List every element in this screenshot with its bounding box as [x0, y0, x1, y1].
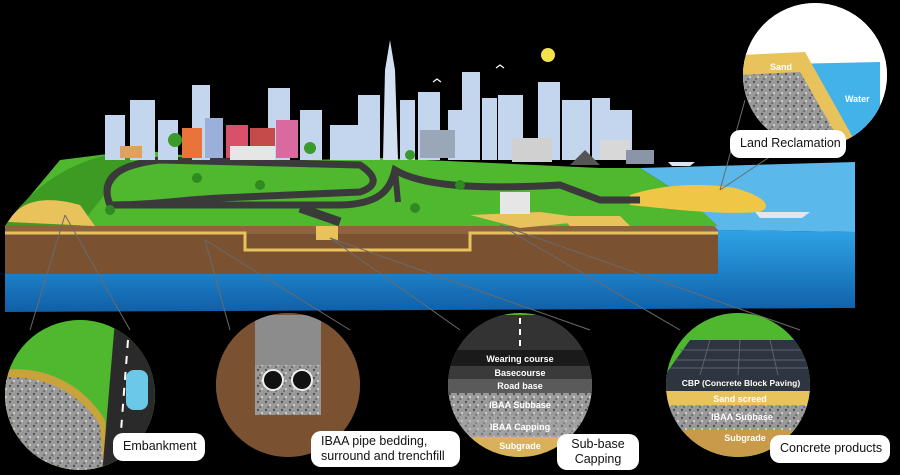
subbase-capping-title-line1: Sub-base [571, 437, 625, 451]
layer-label-subgrade: Subgrade [724, 433, 766, 443]
sun-icon [541, 48, 555, 62]
embankment-label: Embankment [113, 433, 205, 461]
water-label: Water [845, 94, 870, 104]
pipe-bedding-title-line2: surround and trenchfill [321, 449, 445, 463]
water-layer [5, 230, 855, 312]
layer-label-wearing-course: Wearing course [486, 354, 553, 364]
layer-label-subgrade: Subgrade [499, 441, 541, 451]
pipe-trench [5, 231, 718, 252]
pipe-bedding-title-line1: IBAA pipe bedding, [321, 434, 428, 448]
land-reclamation-label: Land Reclamation [730, 130, 846, 158]
concrete-products-label: Concrete products [770, 435, 890, 463]
sand-embankment [8, 200, 95, 226]
layer-label-sand-screed: Sand screed [713, 394, 767, 404]
embankment-detail [5, 320, 155, 470]
subbase-capping-label: Sub-base Capping [557, 434, 639, 470]
sand-label: Sand [770, 62, 792, 72]
layer-label-ibaa-subbase: IBAA Subbase [489, 400, 551, 410]
pipe-icon [291, 369, 313, 391]
layer-label-basecourse: Basecourse [494, 368, 545, 378]
layer-label-cbp: CBP (Concrete Block Paving) [682, 378, 801, 388]
leader-lines [29, 99, 801, 331]
land-reclamation-detail: Sand Water [743, 3, 887, 147]
main-landscape [5, 150, 855, 312]
subbase-capping-detail: Wearing course Basecourse Road base IBAA… [448, 313, 592, 457]
land-reclamation-title: Land Reclamation [740, 136, 841, 150]
sand-reclamation [630, 184, 766, 213]
city-skyline [105, 40, 810, 218]
concrete-products-title: Concrete products [780, 441, 883, 455]
concrete-products-detail: CBP (Concrete Block Paving) Sand screed … [666, 313, 810, 457]
pipe-icon [262, 369, 284, 391]
embankment-title: Embankment [123, 439, 197, 453]
pipe-bedding-label: IBAA pipe bedding, surround and trenchfi… [311, 431, 460, 467]
layer-label-ibaa-capping: IBAA Capping [490, 422, 550, 432]
subbase-capping-title-line2: Capping [574, 452, 622, 466]
layer-label-ibaa-subbase: IBAA Subbase [711, 412, 773, 422]
layer-label-road-base: Road base [497, 381, 543, 391]
